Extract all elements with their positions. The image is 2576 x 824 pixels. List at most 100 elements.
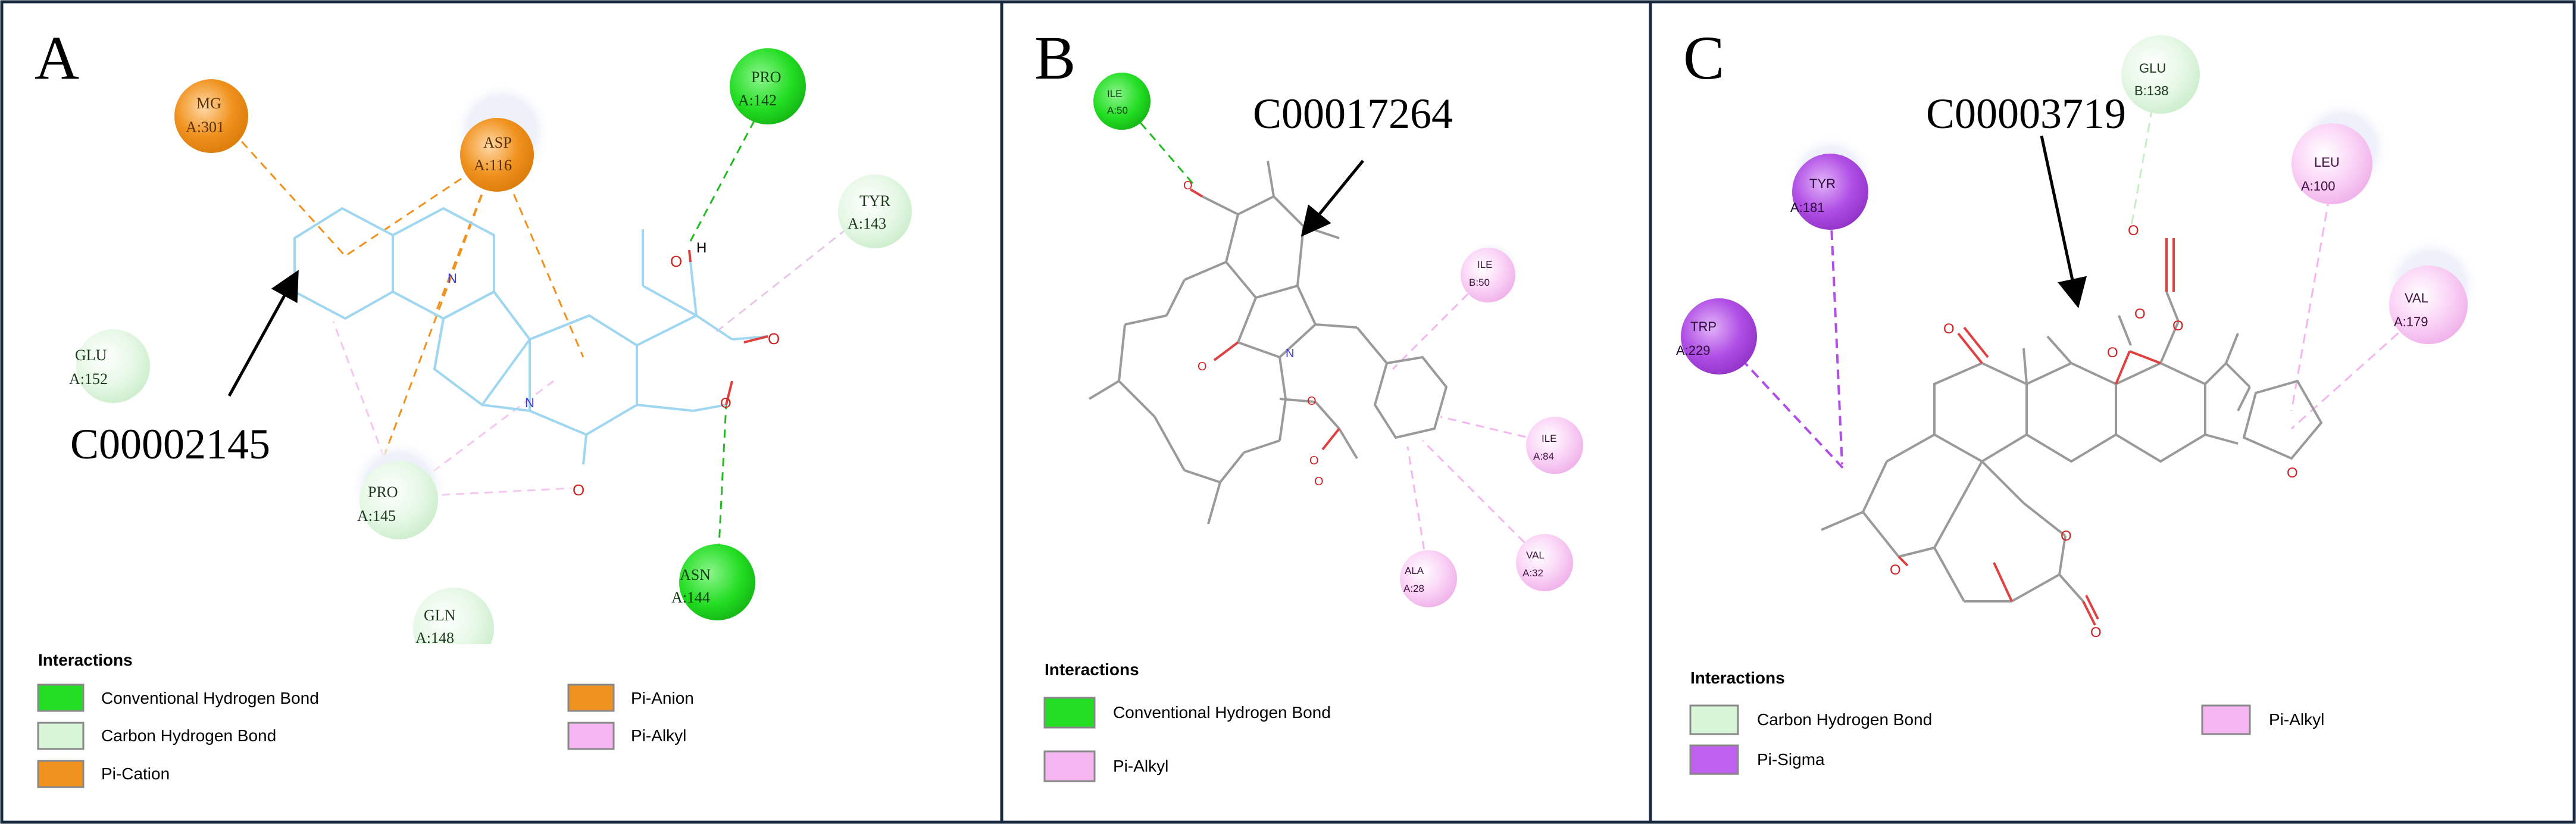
line-val32-ring xyxy=(1421,439,1546,564)
atom-o2: O xyxy=(1198,360,1207,373)
residue-name: GLU xyxy=(75,347,107,364)
atom-o4: O xyxy=(1943,321,1955,337)
atom-o-ketone: O xyxy=(573,481,584,499)
ligand-b xyxy=(1088,160,1448,525)
ligand-c xyxy=(1821,291,2323,603)
residue-name: PRO xyxy=(368,483,398,501)
residue-id: A:116 xyxy=(474,157,512,174)
atom-o5: O xyxy=(1314,475,1324,488)
residue-id: A:50 xyxy=(1107,105,1128,116)
residue-ile50a: ILE A:50 xyxy=(1093,73,1151,130)
callout-arrow-b xyxy=(1300,160,1364,237)
residue-gln148: GLN A:148 xyxy=(413,588,494,647)
residue-name: TRP xyxy=(1690,319,1717,334)
callout-arrow-c xyxy=(2040,135,2087,308)
atom-n2: N xyxy=(525,395,534,410)
legend-item: Conventional Hydrogen Bond xyxy=(101,689,319,707)
legend-title: Interactions xyxy=(1690,669,1785,687)
panel-b-letter: B xyxy=(1034,24,1076,92)
legend-item: Carbon Hydrogen Bond xyxy=(1757,710,1932,729)
residue-name: TYR xyxy=(859,192,891,210)
callout-arrow-a xyxy=(227,270,299,397)
panel-a: A xyxy=(35,24,912,788)
residue-name: ILE xyxy=(1542,433,1557,444)
residue-name: ILE xyxy=(1477,259,1493,270)
legend-item: Conventional Hydrogen Bond xyxy=(1113,703,1331,722)
legend-swatch-pi-alkyl xyxy=(1043,750,1096,782)
atom-o1: O xyxy=(2128,223,2139,239)
residue-id: A:143 xyxy=(848,215,886,232)
residue-glu152: GLU A:152 xyxy=(69,329,150,403)
atom-n: N xyxy=(1286,347,1294,360)
legend-swatch-carbon xyxy=(37,722,85,750)
residue-ile50b: ILE B:50 xyxy=(1461,241,1521,302)
residue-id: A:100 xyxy=(2301,179,2336,193)
residue-name: TYR xyxy=(1809,176,1836,191)
ligand-c-heteroatoms xyxy=(1897,238,2175,626)
legend-swatch-pi-alkyl xyxy=(567,722,615,750)
legend-swatch-pi-sigma xyxy=(1689,744,1739,775)
legend-item: Pi-Sigma xyxy=(1757,750,1825,769)
residue-id: A:229 xyxy=(1676,343,1711,358)
atom-o5: O xyxy=(1890,562,1901,578)
legend-swatch-pi-alkyl xyxy=(2201,704,2251,735)
residue-val32: VAL A:32 xyxy=(1516,534,1573,591)
residue-name: GLN xyxy=(424,607,456,624)
panel-b: B xyxy=(1034,24,1583,782)
residue-id: A:179 xyxy=(2394,314,2428,329)
residue-id: A:148 xyxy=(415,629,454,647)
residue-id: A:144 xyxy=(671,589,710,606)
residue-asn144: ASN A:144 xyxy=(671,544,755,620)
legend-item: Pi-Alkyl xyxy=(1113,757,1168,775)
line-tyr-ch xyxy=(714,210,870,335)
residue-id: A:84 xyxy=(1533,451,1554,462)
legend-title: Interactions xyxy=(38,651,133,669)
residue-id: A:181 xyxy=(1790,200,1825,215)
compound-label-c: C00003719 xyxy=(1926,90,2126,138)
legend-c: Interactions Carbon Hydrogen Bond Pi-Sig… xyxy=(1689,669,2324,775)
residue-name: VAL xyxy=(2405,291,2428,305)
atom-o8: O xyxy=(2287,465,2298,481)
residue-name: ASN xyxy=(680,566,711,583)
legend-swatch-conventional xyxy=(1043,697,1096,729)
residue-name: ASP xyxy=(483,134,512,151)
residue-id: A:142 xyxy=(738,92,777,109)
atom-o-ring: O xyxy=(720,395,731,411)
atom-o3: O xyxy=(1307,395,1317,408)
residue-name: ALA xyxy=(1405,565,1424,576)
atom-o6: O xyxy=(2061,528,2072,544)
residue-id: B:50 xyxy=(1469,277,1490,288)
residue-name: LEU xyxy=(2314,155,2340,170)
residue-leu100: LEU A:100 xyxy=(2291,100,2390,204)
panel-c-letter: C xyxy=(1683,24,1724,92)
legend-swatch-pi-cation xyxy=(37,760,85,788)
atom-h: H xyxy=(696,240,706,256)
legend-item: Carbon Hydrogen Bond xyxy=(101,726,276,745)
residue-id: A:32 xyxy=(1523,567,1543,579)
panel-c-frame xyxy=(1649,0,2576,824)
legend-swatch-pi-anion xyxy=(567,683,615,712)
residue-name: VAL xyxy=(1526,550,1545,561)
atom-o7: O xyxy=(2090,625,2102,641)
residue-ile84: ILE A:84 xyxy=(1526,417,1583,474)
residue-id: A:301 xyxy=(186,118,224,136)
residue-asp116: ASP A:116 xyxy=(453,82,551,192)
ligand-a-heteroatoms: N N O H O O O xyxy=(448,240,780,499)
line-asp-ring4 xyxy=(380,154,498,465)
atom-o1: O xyxy=(1183,179,1193,192)
atom-oh: O xyxy=(670,252,682,270)
atom-o2: O xyxy=(2107,345,2118,361)
residue-name: PRO xyxy=(751,68,781,86)
atom-o3: O xyxy=(2172,318,2184,334)
legend-title: Interactions xyxy=(1045,660,1139,679)
atom-n1: N xyxy=(448,271,457,286)
residue-trp229: TRP A:229 xyxy=(1676,298,1757,374)
residue-id: B:138 xyxy=(2134,83,2169,98)
residue-name: GLU xyxy=(2139,61,2166,76)
residue-id: A:152 xyxy=(69,370,108,388)
residue-ala28: ALA A:28 xyxy=(1400,550,1457,607)
legend-item: Pi-Alkyl xyxy=(631,726,686,745)
residue-id: A:145 xyxy=(357,507,396,525)
residue-mg301: MG A:301 xyxy=(174,79,248,153)
